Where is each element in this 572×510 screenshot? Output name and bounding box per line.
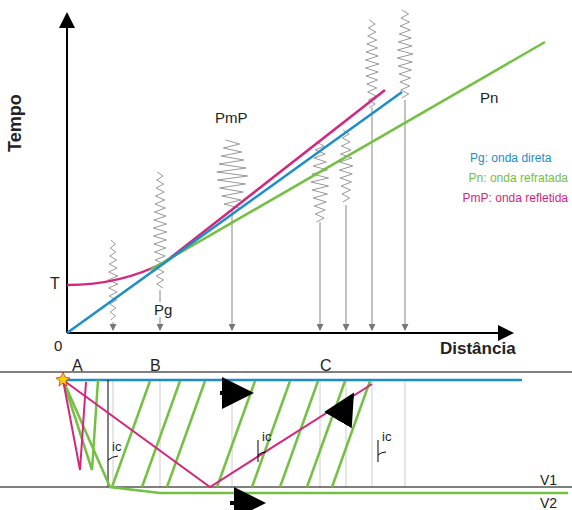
label: Pn: [478, 90, 500, 105]
label: Pg: [152, 302, 174, 317]
legend-text: PmP: onda refletida: [463, 191, 568, 205]
legend-text: Pg: onda direta: [470, 151, 551, 165]
station-line: [346, 381, 347, 487]
legend-entry: PmP: onda refletida: [463, 192, 568, 204]
leader-arrow: [113, 322, 114, 330]
station-line: [113, 381, 114, 487]
refracted-ray: [252, 381, 290, 487]
station-line: [372, 381, 373, 487]
label: 0: [54, 338, 62, 353]
seismogram-trace: [311, 142, 329, 222]
seismogram-trace: [397, 10, 413, 98]
label: V2: [540, 496, 557, 510]
station-line: [405, 381, 406, 487]
legend-text: Pn: onda refratada: [469, 171, 568, 185]
leader-arrow: [320, 222, 321, 330]
label: ic: [382, 430, 391, 443]
leader-arrow: [405, 100, 406, 330]
label: C: [320, 358, 332, 374]
station-line: [320, 381, 321, 487]
label: Tempo: [6, 94, 24, 152]
refracted-ray: [142, 381, 180, 487]
station-line: [232, 381, 233, 487]
legend-entry: Pg: onda direta: [470, 152, 551, 164]
seismogram-trace: [339, 130, 353, 202]
leader-arrow: [346, 205, 347, 330]
label: ic: [112, 440, 121, 453]
label: B: [150, 358, 161, 374]
label: V1: [540, 473, 557, 487]
refracted-ray: [167, 381, 205, 487]
label: A: [72, 358, 83, 374]
refracted-ray: [112, 381, 150, 487]
label: Distância: [440, 340, 516, 357]
seismogram-trace: [217, 140, 248, 208]
leader-arrow: [232, 210, 233, 330]
label: PmP: [213, 110, 250, 125]
refracted-ray: [332, 381, 370, 487]
legend-entry: Pn: onda refratada: [469, 172, 568, 184]
label: ic: [262, 430, 271, 443]
label: T: [50, 276, 60, 292]
refracted-ray: [307, 381, 345, 487]
